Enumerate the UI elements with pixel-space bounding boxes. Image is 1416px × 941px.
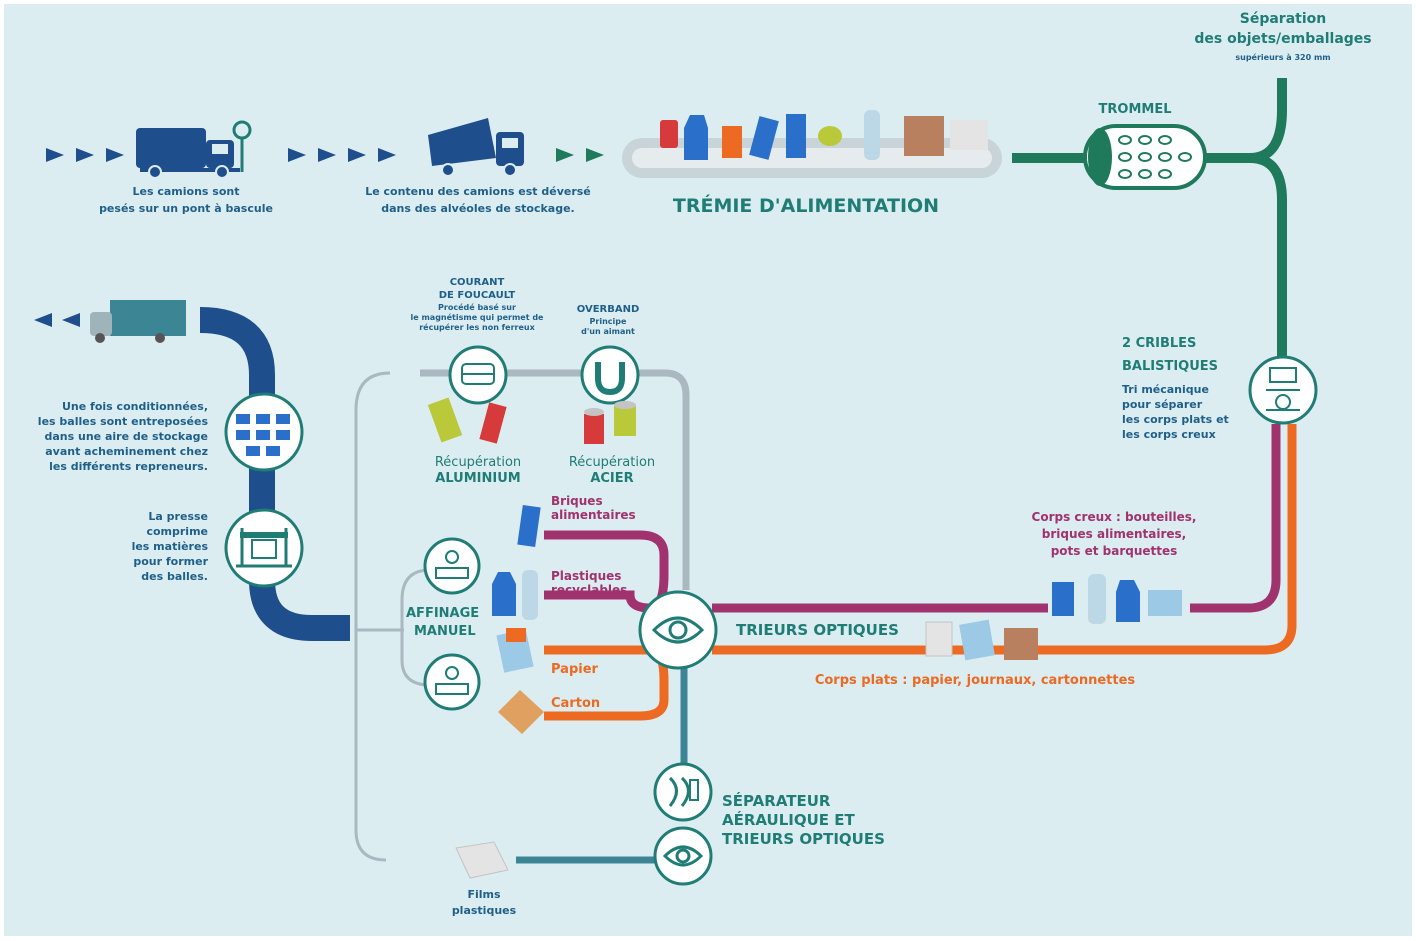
aluminium-line-1: Récupération <box>435 455 521 470</box>
flow-line-presse <box>199 307 350 641</box>
flow-line-trommel-cribles <box>1249 153 1287 360</box>
dump-text-1: Le contenu des camions est déversé <box>365 185 591 198</box>
weigh-text-1: Les camions sont <box>133 185 240 198</box>
hopper-conveyor-icon <box>622 110 1002 178</box>
hopper-label: TRÉMIE D'ALIMENTATION <box>673 194 939 217</box>
briques-label-2: alimentaires <box>551 508 636 522</box>
stockage-line-1: Une fois conditionnées, <box>62 400 208 413</box>
separateur-label-2: AÉRAULIQUE ET <box>722 810 856 829</box>
acier-line-2: ACIER <box>590 471 633 486</box>
foucault-desc-2: le magnétisme qui permet de <box>411 312 545 322</box>
magnet-icon <box>580 345 640 405</box>
corps-creux-items-icon <box>1052 574 1182 624</box>
trieurs-optiques-label: TRIEURS OPTIQUES <box>736 621 899 639</box>
bales-storage-icon <box>224 392 304 472</box>
intake-arrows-3 <box>556 148 604 162</box>
aluminium-line-2: ALUMINIUM <box>435 471 520 486</box>
separation-title-2: des objets/emballages <box>1194 31 1371 47</box>
presse-line-4: pour former <box>133 555 208 568</box>
intake-arrows-1 <box>46 148 124 162</box>
flow-line-corps-creux <box>1190 424 1281 613</box>
manual-sorting-icon-1 <box>423 537 481 595</box>
trommel-label: TROMMEL <box>1099 102 1172 117</box>
films-label-1: Films <box>467 888 501 901</box>
corps-creux-line-1: Corps creux : bouteilles, <box>1032 510 1197 524</box>
corps-plats-label: Corps plats : papier, journaux, cartonne… <box>815 673 1136 688</box>
optical-sorter-eye-icon <box>638 590 718 670</box>
separateur-label-1: SÉPARATEUR <box>722 791 831 810</box>
presse-line-3: les matières <box>132 540 209 553</box>
briques-icon <box>517 504 541 548</box>
air-separator-icon <box>653 762 713 822</box>
acier-line-1: Récupération <box>569 455 655 470</box>
carton-label: Carton <box>551 696 600 711</box>
overband-title: OVERBAND <box>577 304 640 315</box>
outgoing-truck-icon <box>90 300 186 343</box>
trommel-icon <box>1083 124 1207 190</box>
dump-truck-icon <box>428 118 524 177</box>
separation-subtitle: supérieurs à 320 mm <box>1235 52 1330 62</box>
plastiques-label-2: recyclables <box>551 583 627 597</box>
briques-label-1: Briques <box>551 494 603 508</box>
cribles-icon <box>1248 355 1318 425</box>
overband-desc-1: Principe <box>590 317 627 326</box>
manual-sorting-icon-2 <box>423 653 481 711</box>
eddy-current-icon <box>448 345 508 405</box>
papier-icon <box>496 628 534 673</box>
dump-text-2: dans des alvéoles de stockage. <box>381 202 575 215</box>
flow-line-metals <box>420 369 690 590</box>
separateur-label-3: TRIEURS OPTIQUES <box>722 830 885 848</box>
stockage-line-4: avant acheminement chez <box>45 445 208 458</box>
affinage-label-1: AFFINAGE <box>406 606 479 621</box>
steel-cans-icon <box>584 401 636 444</box>
bracket-affinage <box>354 371 391 862</box>
cribles-desc-4: les corps creux <box>1122 428 1216 441</box>
outgoing-arrows <box>34 313 80 327</box>
cribles-title-2: BALISTIQUES <box>1122 359 1218 374</box>
papier-label: Papier <box>551 662 599 677</box>
films-label-2: plastiques <box>452 904 517 917</box>
bracket-affinage-inner <box>400 568 431 687</box>
weigh-truck-icon <box>136 120 252 179</box>
cribles-desc-1: Tri mécanique <box>1122 383 1209 396</box>
corps-plats-items-icon <box>925 619 1038 661</box>
corps-creux-line-2: briques alimentaires, <box>1042 527 1186 541</box>
foucault-title-1: COURANT <box>450 277 505 288</box>
press-icon <box>224 508 304 588</box>
foucault-title-2: DE FOUCAULT <box>439 290 516 301</box>
foucault-desc-3: récupérer les non ferreux <box>419 322 535 332</box>
corps-creux-line-3: pots et barquettes <box>1051 544 1178 558</box>
plastiques-label-1: Plastiques <box>551 569 621 583</box>
plastic-film-icon <box>455 841 509 879</box>
flow-line-corps-plats <box>712 424 1297 655</box>
overband-desc-2: d'un aimant <box>581 327 635 336</box>
intake-arrows-2 <box>288 148 396 162</box>
aluminium-cans-icon <box>427 397 507 444</box>
separateur-eye-icon <box>653 826 713 886</box>
weigh-text-2: pesés sur un pont à bascule <box>99 202 273 215</box>
foucault-desc-1: Procédé basé sur <box>438 302 516 312</box>
carton-icon <box>498 690 544 734</box>
separation-title-1: Séparation <box>1240 11 1326 27</box>
cribles-desc-2: pour séparer <box>1122 398 1203 411</box>
affinage-label-2: MANUEL <box>414 624 476 639</box>
presse-line-2: comprime <box>146 525 208 538</box>
cribles-desc-3: les corps plats et <box>1122 413 1229 426</box>
cribles-title-1: 2 CRIBLES <box>1122 336 1196 351</box>
stockage-line-3: dans une aire de stockage <box>45 430 209 443</box>
stockage-line-5: les différents repreneurs. <box>49 460 208 473</box>
stockage-line-2: les balles sont entreposées <box>38 415 209 428</box>
presse-line-1: La presse <box>148 510 208 523</box>
plastiques-icon <box>492 570 538 620</box>
presse-line-5: des balles. <box>141 570 208 583</box>
